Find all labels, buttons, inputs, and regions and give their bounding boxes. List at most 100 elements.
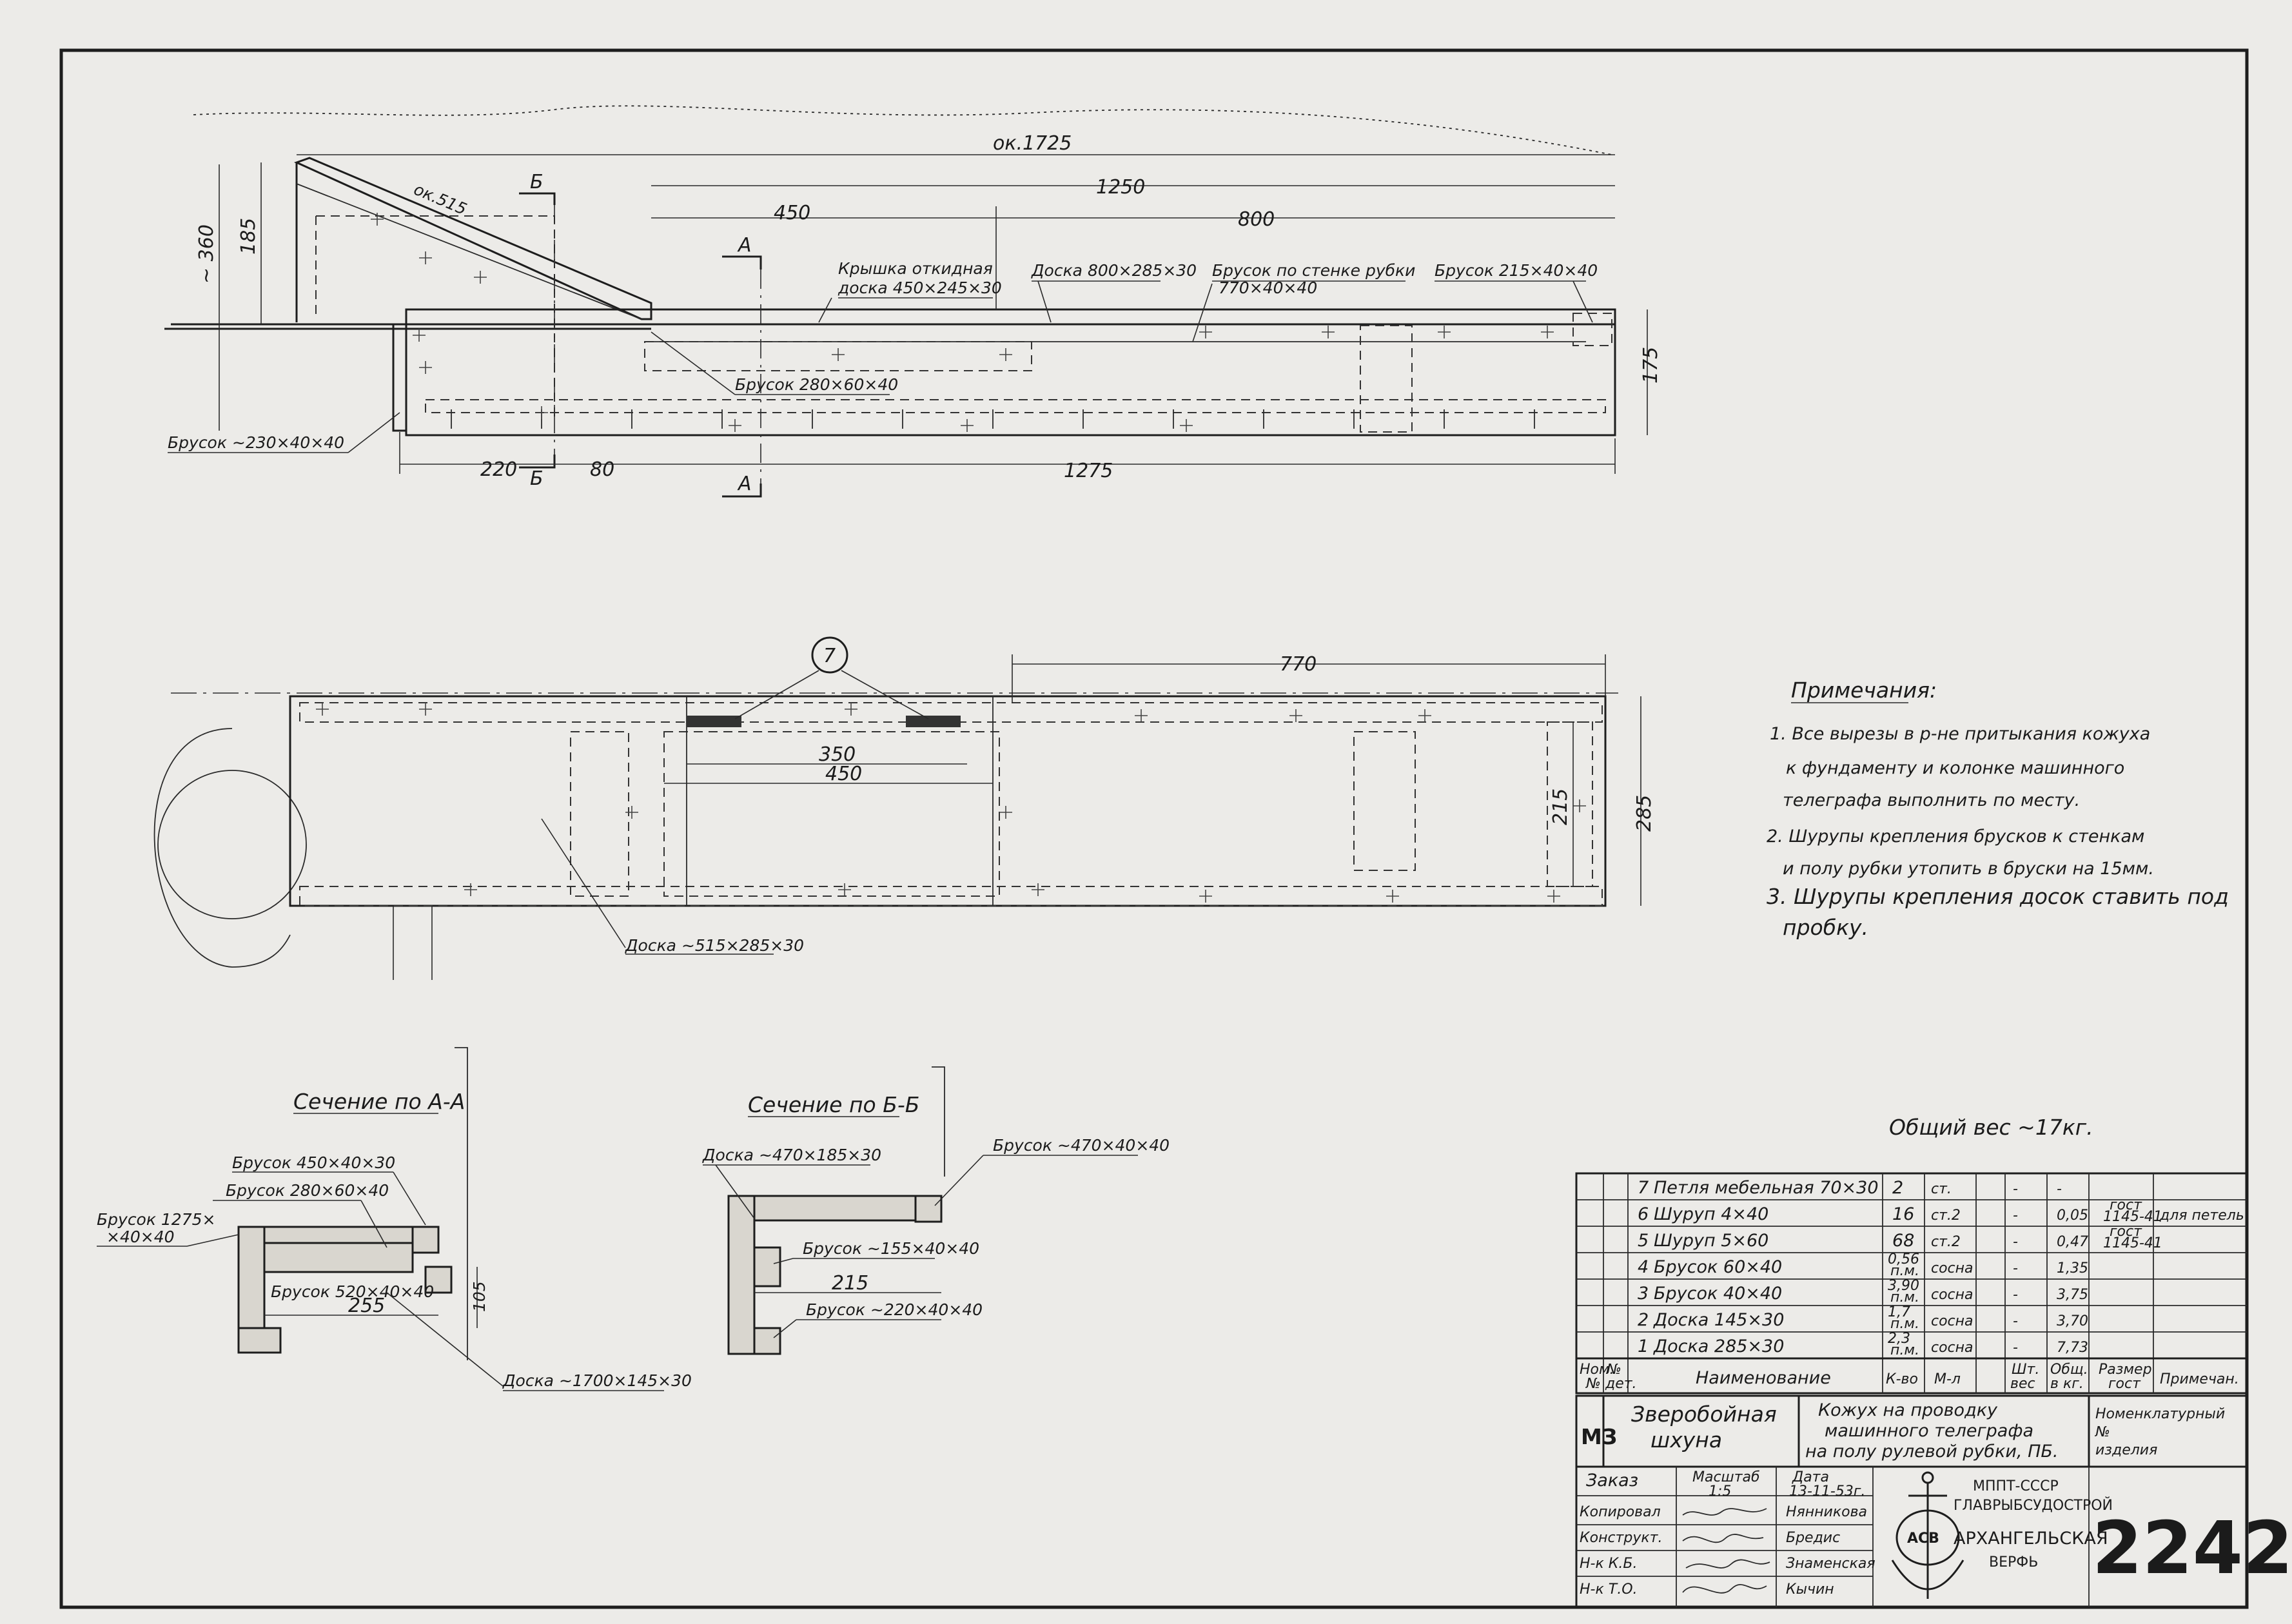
tb-code: МЗ (1581, 1424, 1617, 1449)
bom-h-note: Примечан. (2160, 1371, 2239, 1387)
bom-qty: 2 (1892, 1178, 1903, 1198)
dim-1275: 1275 (1064, 460, 1113, 482)
label-brusok-230: Брусок ~230×40×40 (168, 433, 344, 452)
dim-105: 105 (470, 1281, 489, 1312)
label-aa-b280: Брусок 280×60×40 (226, 1181, 389, 1200)
total-weight: Общий вес ~17кг. (1889, 1115, 2093, 1140)
bom-unit-weight: - (2013, 1234, 2018, 1250)
tb-nomen-1: Номенклатурный (2095, 1406, 2225, 1422)
bom-gost: гост (2110, 1224, 2142, 1240)
bom-name: Брусок 40×40 (1654, 1284, 1782, 1304)
section-mark-a-bottom: А (737, 473, 752, 495)
bom-gost-number: 1145-41 (2103, 1235, 2162, 1251)
section-bb-title: Сечение по Б-Б (748, 1092, 919, 1117)
dim-185: 185 (237, 218, 260, 255)
label-bb-b155: Брусок ~155×40×40 (803, 1239, 979, 1258)
bom-material: ст.2 (1931, 1208, 1961, 1224)
notes-line-3: телеграфа выполнить по месту. (1783, 790, 2080, 810)
bom-h-det: № (1606, 1362, 1621, 1378)
tb-date-label: Дата (1792, 1469, 1829, 1485)
tb-vessel-2: шхуна (1650, 1427, 1722, 1453)
bom-frame (1575, 1172, 2248, 1394)
bom-qty: 1,7 (1888, 1304, 1910, 1320)
bom-h-pos: Ном. (1580, 1362, 1614, 1378)
bom-h-w-2: вес (2010, 1376, 2035, 1392)
label-aa-d1700: Доска ~1700×145×30 (502, 1371, 692, 1390)
notes-line-5: и полу рубки утопить в бруски на 15мм. (1783, 859, 2154, 879)
bom-material: ст.2 (1931, 1234, 1961, 1250)
bom-total-weight: 1,35 (2057, 1260, 2088, 1277)
notes-line-2: к фундаменту и колонке машинного (1786, 758, 2124, 778)
bom-total-weight: 3,70 (2057, 1313, 2088, 1329)
bom-h-gost-2: гост (2108, 1376, 2141, 1392)
bom-unit-weight: - (2013, 1340, 2018, 1356)
bom-h-wt: Общ. (2050, 1362, 2088, 1378)
tb-role-3: Н-к К.Б. (1580, 1556, 1637, 1572)
bom-total-weight: 0,47 (2057, 1234, 2088, 1250)
bom-qty: 2,3 (1888, 1331, 1910, 1347)
tb-nomen-2: № (2095, 1424, 2110, 1440)
bom-unit-weight: - (2013, 1287, 2018, 1303)
dim-215b: 215 (832, 1272, 868, 1295)
bom-gost: гост (2110, 1197, 2142, 1213)
section-mark-b-top: Б (530, 171, 544, 193)
dim-450: 450 (774, 202, 810, 224)
bom-name: Шуруп 5×60 (1654, 1231, 1768, 1251)
bom-pos-no: 5 (1638, 1231, 1649, 1251)
bom-gost-number: 1145-41 (2103, 1209, 2162, 1225)
dim-80: 80 (590, 458, 614, 481)
elevation-view: Б Б А А ок.1725 1250 450 800 ок.515 ~ 36… (164, 105, 1662, 498)
dim-215: 215 (1549, 788, 1572, 825)
tb-name-4: Кычин (1786, 1581, 1834, 1598)
bom-h-qty: К-во (1886, 1371, 1918, 1387)
label-brusok-215: Брусок 215×40×40 (1435, 261, 1598, 280)
label-brusok-280: Брусок 280×60×40 (735, 375, 898, 394)
label-bb-b220: Брусок ~220×40×40 (806, 1300, 983, 1319)
section-bb: Сечение по Б-Б Доска ~470×185×30 Брусок … (702, 1066, 1170, 1355)
label-brusok-stenka-2: 770×40×40 (1219, 279, 1317, 297)
tb-role-4: Н-к Т.О. (1580, 1581, 1638, 1598)
label-aa-b520: Брусок 520×40×40 (271, 1282, 434, 1301)
tb-scale: 1:5 (1709, 1483, 1731, 1500)
tb-org-2: ГЛАВРЫБСУДОСТРОЙ (1954, 1497, 2113, 1514)
bom-pos-no: 3 (1638, 1284, 1649, 1304)
dim-255: 255 (348, 1295, 385, 1317)
tb-title-3: на полу рулевой рубки, ПБ. (1805, 1442, 2059, 1462)
label-brusok-stenka-1: Брусок по стенке рубки (1212, 261, 1415, 280)
dim-1725: ок.1725 (993, 132, 1072, 155)
label-kryshka-2: доска 450×245×30 (837, 279, 1002, 297)
drawing-frame (59, 48, 2249, 1609)
tb-name-1: Нянникова (1786, 1504, 1867, 1520)
bom-h-pos-2: № (1585, 1376, 1601, 1392)
bom-h-gost: Размер (2099, 1362, 2152, 1378)
bom-qty-unit: п.м. (1890, 1263, 1919, 1279)
bom-material: сосна (1931, 1340, 1974, 1356)
bom-total-weight: 0,05 (2057, 1208, 2088, 1224)
tb-role-2: Конструкт. (1580, 1530, 1662, 1546)
notes-line-4: 2. Шурупы крепления брусков к стенкам (1767, 827, 2144, 846)
bom-material: ст. (1931, 1181, 1952, 1197)
notes-line-6: 3. Шурупы крепления досок ставить под (1767, 884, 2229, 909)
section-aa: Сечение по А-А Брусок 450×40×30 Брусок 2… (97, 1047, 692, 1391)
bom-h-w: Шт. (2012, 1362, 2039, 1378)
tb-title-1: Кожух на проводку (1818, 1400, 1998, 1420)
bom-pos-no: 7 (1638, 1178, 1649, 1198)
dim-1250: 1250 (1096, 176, 1145, 199)
title-block: МЗ Зверобойная шхуна Кожух на проводку м… (1575, 1394, 2292, 1609)
bom-note: для петель (2159, 1208, 2244, 1224)
bom-pos-no: 6 (1638, 1204, 1649, 1224)
bom-qty: 0,56 (1888, 1251, 1919, 1267)
tb-date: 13-11-53г. (1789, 1483, 1865, 1500)
callout-7: 7 (823, 645, 836, 667)
label-doska-800: Доска 800×285×30 (1031, 261, 1197, 280)
bom-name: Шуруп 4×40 (1654, 1204, 1768, 1224)
tb-role-1: Копировал (1580, 1504, 1661, 1520)
label-bb-b470: Брусок ~470×40×40 (993, 1136, 1170, 1155)
bom-qty-unit: п.м. (1890, 1289, 1919, 1306)
label-aa-b450: Брусок 450×40×30 (232, 1153, 395, 1172)
bom-qty: 16 (1892, 1204, 1914, 1224)
dim-350: 350 (819, 743, 856, 766)
section-mark-a-top: А (737, 234, 752, 257)
bom-unit-weight: - (2013, 1260, 2018, 1277)
